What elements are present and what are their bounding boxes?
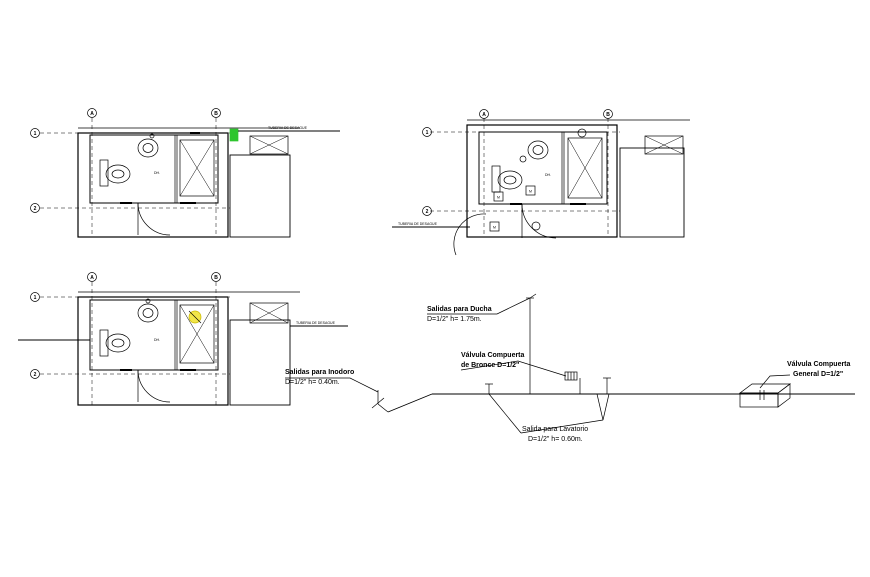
valve-label: M <box>493 226 496 230</box>
ducha-spec: D=1/2" h= 1.75m. <box>427 316 482 323</box>
valve-marker <box>577 128 587 138</box>
inodoro-spec: D=1/2" h= 0.40m. <box>285 379 340 386</box>
grid-bubble-2 <box>30 203 40 213</box>
grid-label: B <box>214 111 218 117</box>
room-label: DH. <box>154 171 160 175</box>
grid-bubble-2 <box>30 369 40 379</box>
grid-label: B <box>606 112 610 118</box>
grid-label: A <box>90 275 94 281</box>
grid-bubble-1 <box>422 127 432 137</box>
grid-label: 1 <box>426 130 429 136</box>
valve-marker <box>525 185 536 196</box>
grid-label: A <box>90 111 94 117</box>
inodoro-title: Salidas para Inodoro <box>285 369 354 376</box>
grid-bubble-a <box>479 109 489 119</box>
isometric-water-supply: Salidas para Ducha D=1/2" h= 1.75m. Válv… <box>285 293 855 443</box>
grid-label: A <box>482 112 486 118</box>
lavatorio-title: Salida para Lavatorio <box>522 426 588 433</box>
grid-bubble-b <box>211 108 221 118</box>
pipe-note: TUBERIA DE DESAGUE <box>398 222 438 226</box>
grid-label: 1 <box>34 131 37 137</box>
grid-bubble-b <box>211 272 221 282</box>
general-valve-box <box>738 383 792 408</box>
grid-bubble-2 <box>422 206 432 216</box>
general-valve-spec: General D=1/2" <box>793 371 843 378</box>
lavatorio-spec: D=1/2" h= 0.60m. <box>528 436 583 443</box>
valve-label: M <box>529 190 532 194</box>
room-label: DH. <box>545 173 551 177</box>
grid-label: 1 <box>34 295 37 301</box>
bronze-valve-title: Válvula Compuerta <box>461 352 525 359</box>
grid-label: B <box>214 275 218 281</box>
pipe-note: TUBERIA DE DESAGUE <box>296 321 336 325</box>
bathroom-plan-1: A B 1 2 TUBERIA DE DESAGUE DH. <box>30 108 340 238</box>
bronze-valve-spec: de Bronce D=1/2" <box>461 362 519 369</box>
pipe-note: TUBERIA DE DESAGUE <box>268 126 308 130</box>
bathroom-plan-3: A B 1 2 TUBERIA DE DESAGUE DH. <box>18 272 348 406</box>
grid-bubble-1 <box>30 128 40 138</box>
grid-label: 2 <box>34 206 37 212</box>
grid-label: 2 <box>34 372 37 378</box>
grid-bubble-1 <box>30 292 40 302</box>
grid-bubble-a <box>87 108 97 118</box>
valve-marker <box>493 191 504 202</box>
water-valve-icon <box>229 128 239 142</box>
grid-bubble-a <box>87 272 97 282</box>
general-valve-title: Válvula Compuerta <box>787 361 851 368</box>
valve-label: M <box>497 196 500 200</box>
grid-label: 2 <box>426 209 429 215</box>
bathroom-plan-2: A B 1 2 M M M TUBERIA DE DESAGUE DH. <box>392 109 690 256</box>
ducha-title: Salidas para Ducha <box>427 306 492 313</box>
room-label: DH. <box>154 338 160 342</box>
grid-bubble-b <box>603 109 613 119</box>
valve-marker <box>489 221 500 232</box>
valve-marker <box>531 221 541 231</box>
